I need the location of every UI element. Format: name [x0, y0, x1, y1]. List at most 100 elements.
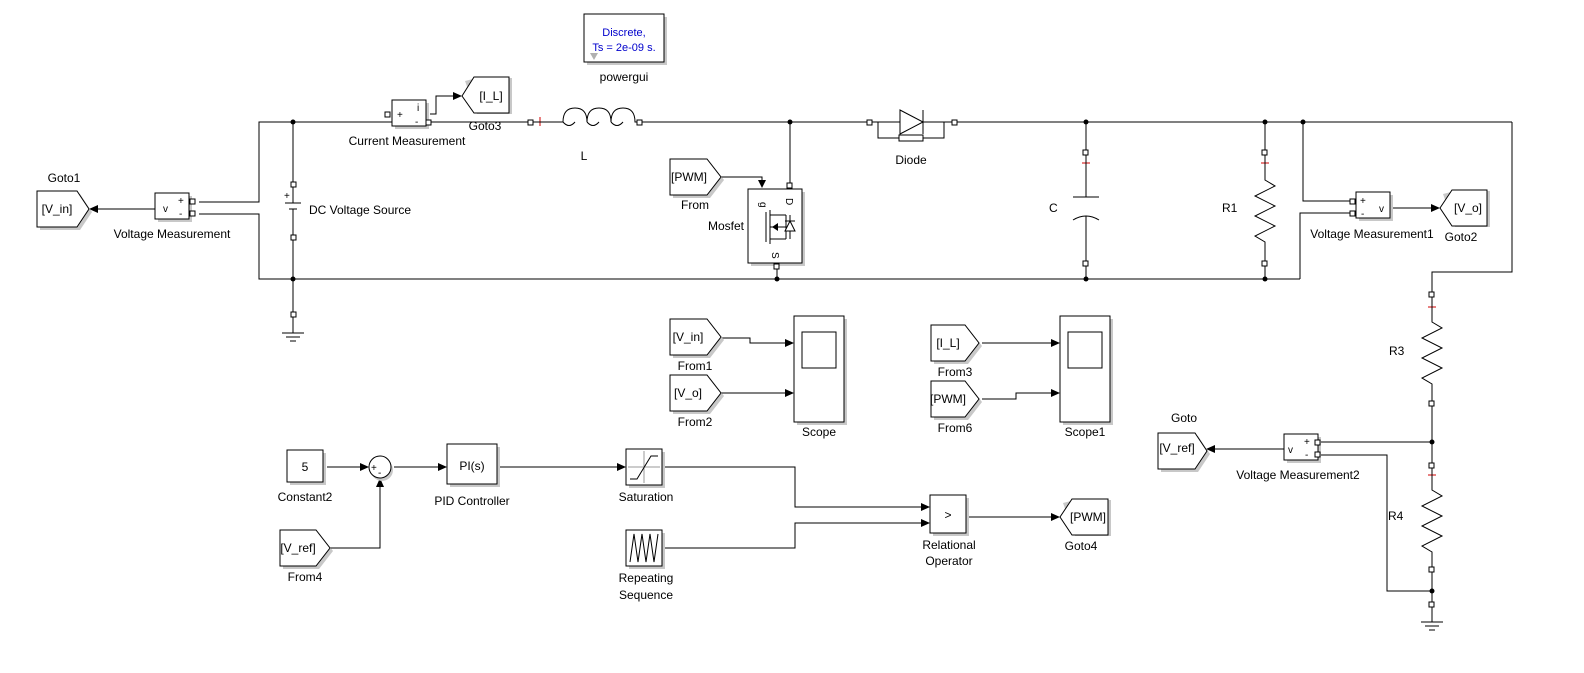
svg-text:From4: From4 — [288, 570, 323, 584]
svg-text:Scope: Scope — [802, 425, 836, 439]
ground-icon — [1421, 621, 1443, 631]
svg-text:[V_o]: [V_o] — [1454, 201, 1482, 215]
relational-operator-block[interactable]: > Relational Operator — [922, 494, 976, 568]
svg-text:+: + — [1360, 196, 1366, 207]
svg-text:From6: From6 — [938, 421, 973, 435]
diode-block[interactable]: Diode — [866, 109, 958, 167]
svg-text:Relational: Relational — [922, 538, 975, 552]
powergui-label: powergui — [600, 70, 649, 84]
voltage-measurement1-block[interactable]: + - v Voltage Measurement1 — [1310, 191, 1434, 241]
pid-controller-block[interactable]: PI(s) PID Controller — [434, 443, 510, 508]
repeating-sequence-block[interactable]: Repeating Sequence — [619, 529, 674, 602]
inductor-block[interactable]: L — [527, 107, 643, 163]
svg-text:-: - — [1361, 209, 1364, 220]
r3-block[interactable]: R3 — [1389, 291, 1444, 407]
svg-text:Mosfet: Mosfet — [708, 219, 745, 233]
svg-text:5: 5 — [302, 460, 309, 474]
goto3-block[interactable]: [I_L] Goto3 — [461, 76, 512, 133]
capacitor-block[interactable]: C — [1049, 149, 1100, 267]
svg-text:Voltage Measurement2: Voltage Measurement2 — [1236, 468, 1360, 482]
svg-text:R3: R3 — [1389, 344, 1405, 358]
svg-text:L: L — [581, 149, 588, 163]
svg-text:PID Controller: PID Controller — [434, 494, 509, 508]
goto1-block[interactable]: [V_in] Goto1 — [36, 171, 92, 230]
dc-voltage-source-block[interactable]: + DC Voltage Source — [284, 181, 411, 241]
mosfet-block[interactable]: g D S Mosfet — [708, 182, 805, 270]
svg-text:[V_in]: [V_in] — [673, 330, 704, 344]
svg-text:g: g — [757, 202, 768, 208]
svg-text:D: D — [783, 198, 794, 205]
voltage-measurement-block[interactable]: v + - Voltage Measurement — [114, 192, 231, 241]
svg-text:+: + — [397, 110, 403, 121]
svg-text:Sequence: Sequence — [619, 588, 673, 602]
junction-dots — [290, 119, 1435, 594]
svg-text:Repeating: Repeating — [619, 571, 674, 585]
svg-text:From: From — [681, 198, 709, 212]
svg-text:[PWM]: [PWM] — [930, 392, 966, 406]
svg-text:-: - — [415, 117, 418, 128]
arrowheads — [89, 92, 1440, 527]
current-measurement-block[interactable]: + - i Current Measurement — [349, 99, 466, 148]
svg-text:From2: From2 — [678, 415, 713, 429]
svg-text:From1: From1 — [678, 359, 713, 373]
svg-text:[I_L]: [I_L] — [479, 89, 502, 103]
svg-text:Goto4: Goto4 — [1065, 539, 1098, 553]
svg-text:Goto: Goto — [1171, 411, 1197, 425]
svg-text:From3: From3 — [938, 365, 973, 379]
svg-text:v: v — [1288, 445, 1293, 456]
svg-text:R4: R4 — [1388, 509, 1404, 523]
svg-text:Ts = 2e-09 s.: Ts = 2e-09 s. — [592, 42, 655, 54]
sum-block[interactable]: + - — [368, 455, 393, 481]
svg-text:Diode: Diode — [895, 153, 927, 167]
svg-text:R1: R1 — [1222, 201, 1238, 215]
r4-block[interactable]: R4 — [1388, 462, 1444, 608]
svg-text:[V_o]: [V_o] — [674, 386, 702, 400]
svg-text:[I_L]: [I_L] — [936, 336, 959, 350]
svg-text:Current Measurement: Current Measurement — [349, 134, 466, 148]
from2-block[interactable]: [V_o] From2 — [669, 374, 724, 429]
svg-text:C: C — [1049, 201, 1058, 215]
svg-text:S: S — [769, 252, 780, 259]
svg-text:Discrete,: Discrete, — [602, 27, 645, 39]
ground-icon — [282, 311, 304, 342]
scope1-block[interactable]: Scope1 — [1059, 315, 1113, 439]
svg-text:DC Voltage Source: DC Voltage Source — [309, 203, 411, 217]
svg-text:v: v — [163, 204, 168, 215]
powergui-block[interactable]: Discrete, Ts = 2e-09 s. powergui — [583, 13, 667, 84]
svg-text:Saturation: Saturation — [619, 490, 674, 504]
saturation-block[interactable]: Saturation — [619, 448, 674, 504]
constant2-block[interactable]: 5 Constant2 — [278, 449, 333, 504]
svg-text:Goto3: Goto3 — [469, 119, 502, 133]
svg-text:PI(s): PI(s) — [459, 459, 484, 473]
signal-wires — [327, 337, 1054, 549]
svg-text:Operator: Operator — [925, 554, 972, 568]
svg-text:[V_ref]: [V_ref] — [1159, 441, 1194, 455]
svg-text:+: + — [1304, 437, 1310, 448]
from3-block[interactable]: [I_L] From3 — [930, 324, 982, 379]
svg-text:[PWM]: [PWM] — [1070, 510, 1106, 524]
svg-text:Constant2: Constant2 — [278, 490, 333, 504]
svg-text:[PWM]: [PWM] — [671, 170, 707, 184]
svg-text:>: > — [944, 508, 951, 522]
svg-text:Goto1: Goto1 — [48, 171, 81, 185]
svg-text:+: + — [284, 191, 290, 202]
svg-text:Voltage Measurement: Voltage Measurement — [114, 227, 231, 241]
from1-block[interactable]: [V_in] From1 — [669, 318, 724, 373]
svg-text:i: i — [417, 103, 419, 114]
goto2-block[interactable]: [V_o] Goto2 — [1439, 189, 1490, 244]
scope-block[interactable]: Scope — [793, 315, 847, 439]
svg-text:Voltage Measurement1: Voltage Measurement1 — [1310, 227, 1434, 241]
r1-block[interactable]: R1 — [1222, 149, 1277, 267]
svg-text:[V_in]: [V_in] — [42, 202, 73, 216]
from6-block[interactable]: [PWM] From6 — [930, 380, 982, 435]
goto4-block[interactable]: [PWM] Goto4 — [1059, 498, 1111, 553]
svg-text:-: - — [179, 209, 182, 220]
from4-block[interactable]: [V_ref] From4 — [279, 529, 333, 584]
svg-text:-: - — [1305, 450, 1308, 461]
voltage-measurement2-block[interactable]: v + - Voltage Measurement2 — [1236, 433, 1360, 482]
svg-text:Goto2: Goto2 — [1445, 230, 1478, 244]
from-block[interactable]: [PWM] From — [669, 158, 724, 212]
svg-text:-: - — [378, 468, 381, 479]
goto-block[interactable]: [V_ref] Goto — [1157, 411, 1210, 472]
